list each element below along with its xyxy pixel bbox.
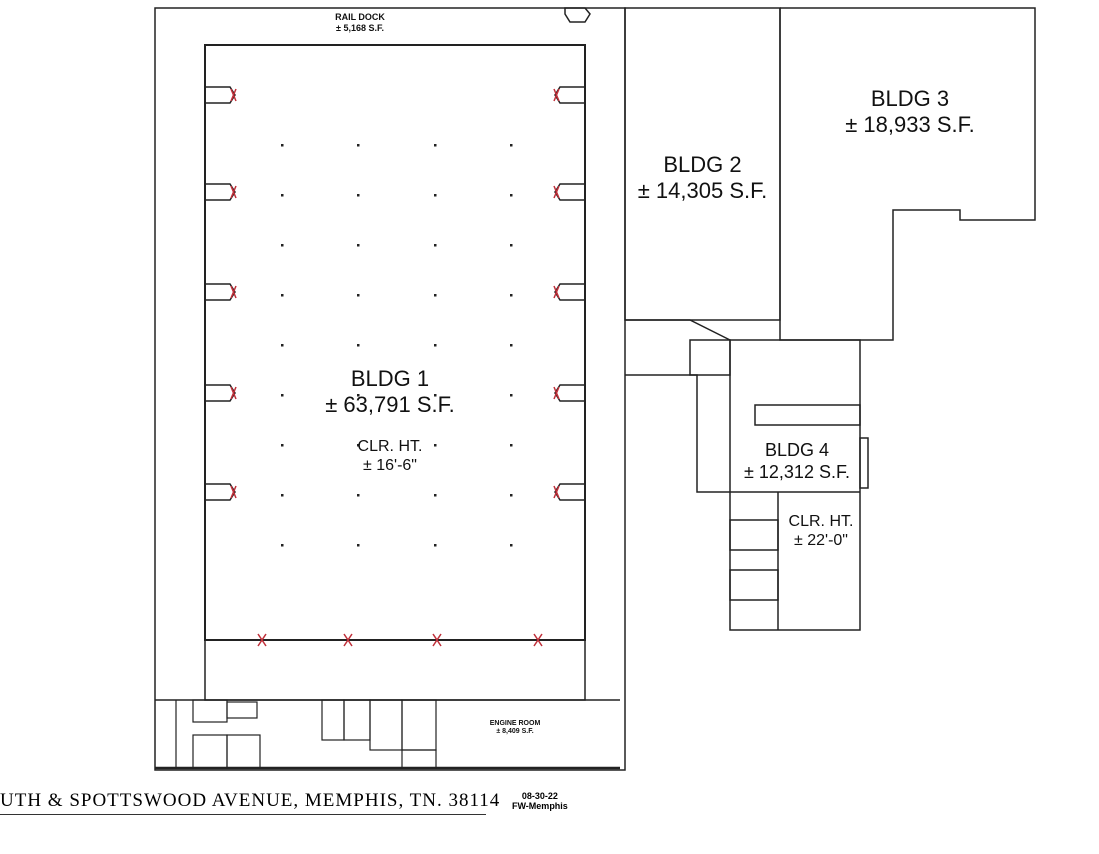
dock-door (554, 384, 585, 402)
column (510, 244, 513, 247)
column (434, 344, 437, 347)
column (510, 294, 513, 297)
engine-room-label: ENGINE ROOM ± 8,409 S.F. (470, 720, 560, 737)
column (357, 444, 360, 447)
column (510, 344, 513, 347)
dock-door-mark (533, 633, 543, 647)
dock-door-mark (343, 633, 353, 647)
bldg2-area: ± 14,305 S.F. (637, 178, 768, 204)
column (510, 144, 513, 147)
plan-tag: FW-Memphis (512, 800, 568, 811)
column (434, 544, 437, 547)
dock-door-mark (230, 185, 237, 199)
dock-door-mark (553, 88, 560, 102)
column (434, 394, 437, 397)
bldg1-area: ± 63,791 S.F. (325, 392, 455, 418)
bldg1-name: BLDG 1 (350, 366, 430, 391)
column (510, 394, 513, 397)
column (281, 394, 284, 397)
dock-door-mark (230, 285, 237, 299)
dock-door (554, 86, 585, 104)
dock-door (554, 183, 585, 201)
column (434, 294, 437, 297)
column (357, 394, 360, 397)
column (281, 294, 284, 297)
dock-door-mark (230, 485, 237, 499)
dock-door-mark (230, 88, 237, 102)
column (281, 444, 284, 447)
bldg4-clr-label: CLR. HT. (788, 513, 854, 530)
column (357, 244, 360, 247)
column (281, 544, 284, 547)
bldg1-outline (154, 7, 626, 771)
dock-door-mark (553, 386, 560, 400)
column (281, 244, 284, 247)
dock-door (205, 283, 236, 301)
column (510, 194, 513, 197)
dock-door-mark (230, 386, 237, 400)
dock-door (205, 483, 236, 501)
bldg4-area: ± 12,312 S.F. (744, 461, 850, 482)
rail-dock-name: RAIL DOCK (335, 12, 385, 22)
bldg2-name: BLDG 2 (663, 152, 742, 177)
column (357, 194, 360, 197)
column (281, 494, 284, 497)
column (510, 444, 513, 447)
bldg1-warehouse (204, 44, 586, 641)
column (434, 494, 437, 497)
bldg3-outline (779, 7, 1036, 341)
connector (625, 319, 731, 341)
column (357, 344, 360, 347)
bldg2-label: BLDG 2 ± 14,305 S.F. (620, 152, 785, 205)
rail-dock-area: ± 5,168 S.F. (336, 22, 384, 33)
plan-date: 08-30-22 (521, 791, 558, 801)
dock-door (205, 384, 236, 402)
column (434, 194, 437, 197)
column (281, 344, 284, 347)
bldg3-area: ± 18,933 S.F. (845, 112, 975, 138)
column (357, 294, 360, 297)
rail-dock-label: RAIL DOCK ± 5,168 S.F. (300, 12, 420, 34)
dock-door-mark (553, 485, 560, 499)
engine-room-area: ± 8,409 S.F. (496, 728, 534, 736)
dock-door (205, 86, 236, 104)
bldg4-name: BLDG 4 (764, 440, 830, 460)
dock-door (554, 283, 585, 301)
bldg4-clr: CLR. HT. ± 22'-0" (776, 512, 866, 550)
address: UTH & SPOTTSWOOD AVENUE, MEMPHIS, TN. 38… (0, 790, 499, 815)
bldg1-clr-label: CLR. HT. (357, 437, 423, 455)
bldg1-clr-value: ± 16'-6" (363, 456, 417, 474)
column (357, 494, 360, 497)
bldg4-clr-value: ± 22'-0" (794, 532, 848, 550)
stamp: 08-30-22 FW-Memphis (512, 791, 568, 812)
column (510, 494, 513, 497)
column (434, 144, 437, 147)
bldg3-name: BLDG 3 (870, 86, 950, 111)
column (357, 544, 360, 547)
bldg4-outline (729, 339, 861, 631)
dock-door-mark (553, 285, 560, 299)
column (434, 444, 437, 447)
column (510, 544, 513, 547)
column (281, 194, 284, 197)
dock-door-mark (257, 633, 267, 647)
dock-door-mark (432, 633, 442, 647)
bldg3-label: BLDG 3 ± 18,933 S.F. (815, 86, 1005, 139)
bldg1-label: BLDG 1 ± 63,791 S.F. CLR. HT. ± 16'-6" (290, 366, 490, 475)
column (434, 244, 437, 247)
office-rooms (175, 699, 437, 769)
dock-door (554, 483, 585, 501)
bldg1-lower-bay (204, 639, 586, 701)
dock-door-mark (553, 185, 560, 199)
dock-door (205, 183, 236, 201)
engine-room-name: ENGINE ROOM (489, 720, 541, 727)
column (357, 144, 360, 147)
column (281, 144, 284, 147)
bldg4-label: BLDG 4 ± 12,312 S.F. (722, 440, 872, 483)
